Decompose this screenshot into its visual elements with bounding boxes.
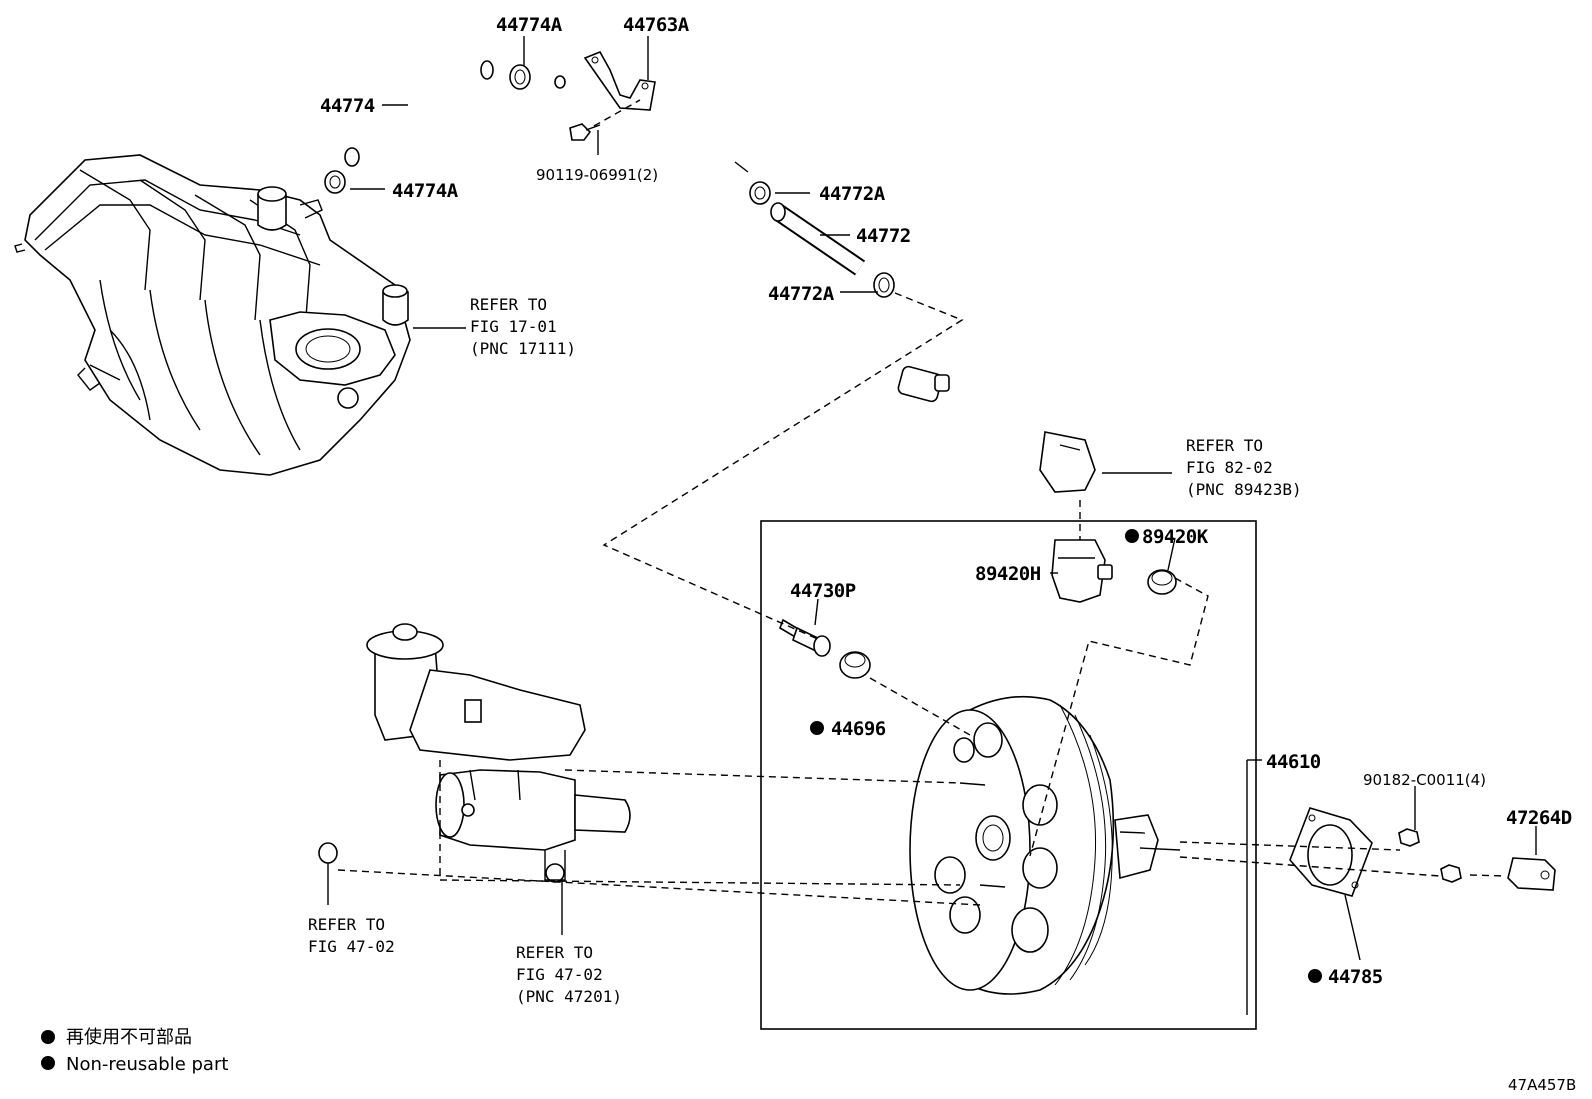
- ref-manifold-line1: REFER TO: [470, 295, 547, 314]
- clip-44774A-low: [324, 170, 346, 194]
- clip-44772A-top: [749, 181, 771, 205]
- legend-bullet-2: [41, 1056, 55, 1070]
- legend: 再使用不可部品 Non-reusable part: [41, 1027, 228, 1075]
- ref-sensor-line3: (PNC 89423B): [1186, 480, 1302, 499]
- legend-line-jp: 再使用不可部品: [66, 1027, 192, 1048]
- ref-master-line2: FIG 47-02: [516, 965, 603, 984]
- label-44610: 44610: [1266, 751, 1321, 773]
- label-44772A-top: 44772A: [819, 183, 886, 205]
- grommet-44696-drawing: [839, 651, 871, 679]
- leader-lines: [327, 36, 1537, 1015]
- label-47264D: 47264D: [1506, 807, 1572, 829]
- intake-manifold-drawing: [14, 154, 411, 476]
- brake-booster-drawing: [909, 695, 1181, 995]
- bullet-44785: [1308, 969, 1322, 983]
- bullet-44696: [810, 721, 824, 735]
- non-reusable-markers: [810, 529, 1322, 983]
- label-89420H: 89420H: [975, 563, 1041, 585]
- label-44785: 44785: [1328, 966, 1383, 988]
- grommet-89420K-drawing: [1147, 569, 1177, 595]
- label-44772A-low: 44772A: [768, 283, 835, 305]
- clip-44774A-top: [509, 64, 531, 90]
- ref-sensor: REFER TO FIG 82-02 (PNC 89423B): [1186, 436, 1302, 499]
- diagram-code: 47A457B: [1508, 1076, 1576, 1094]
- ref-master-line1: REFER TO: [516, 943, 593, 962]
- clevis-47264D-drawing: [1507, 857, 1556, 891]
- ref-master: REFER TO FIG 47-02 (PNC 47201): [516, 943, 622, 1006]
- label-44696: 44696: [831, 718, 886, 740]
- part-labels: 44774A 44763A 44774 90119-06991(2) 44774…: [320, 14, 1572, 988]
- ref-master-line3: (PNC 47201): [516, 987, 622, 1006]
- ref-sensor-line1: REFER TO: [1186, 436, 1263, 455]
- ref-sensor-line2: FIG 82-02: [1186, 458, 1273, 477]
- label-44774: 44774: [320, 95, 375, 117]
- nut-90182-drawing: [1398, 828, 1462, 883]
- clip-left-drawing: [318, 842, 338, 864]
- legend-bullet-1: [41, 1030, 55, 1044]
- sensor-harness-drawing: [897, 365, 1096, 493]
- assembly-lines: [337, 99, 1506, 906]
- pipe-44763A-drawing: [554, 50, 749, 173]
- ref-clip-line1: REFER TO: [308, 915, 385, 934]
- label-44730P: 44730P: [790, 580, 856, 602]
- label-44774A-low: 44774A: [392, 180, 459, 202]
- ref-clip-line2: FIG 47-02: [308, 937, 395, 956]
- label-44763A: 44763A: [623, 14, 690, 36]
- hose-44774-drawing: [344, 60, 494, 167]
- ref-manifold-line2: FIG 17-01: [470, 317, 557, 336]
- label-44772: 44772: [856, 225, 911, 247]
- legend-line-en: Non-reusable part: [66, 1054, 228, 1075]
- hose-44772-drawing: [770, 202, 866, 276]
- label-90182: 90182-C0011(4): [1363, 771, 1486, 789]
- gasket-44785-drawing: [1289, 807, 1373, 897]
- bullet-89420K: [1125, 529, 1139, 543]
- booster-assembly-box: [760, 520, 1257, 1030]
- label-44774A-top: 44774A: [496, 14, 563, 36]
- label-89420K: 89420K: [1142, 526, 1209, 548]
- ref-clip: REFER TO FIG 47-02: [308, 915, 395, 956]
- ref-manifold: REFER TO FIG 17-01 (PNC 17111): [470, 295, 576, 358]
- clip-44772A-low: [873, 272, 895, 298]
- ref-manifold-line3: (PNC 17111): [470, 339, 576, 358]
- label-90119: 90119-06991(2): [536, 166, 658, 184]
- bolt-90119-drawing: [569, 123, 601, 141]
- master-cylinder-drawing: [366, 623, 631, 883]
- sensor-89420H-drawing: [1051, 539, 1113, 603]
- check-valve-44730P-drawing: [779, 618, 831, 657]
